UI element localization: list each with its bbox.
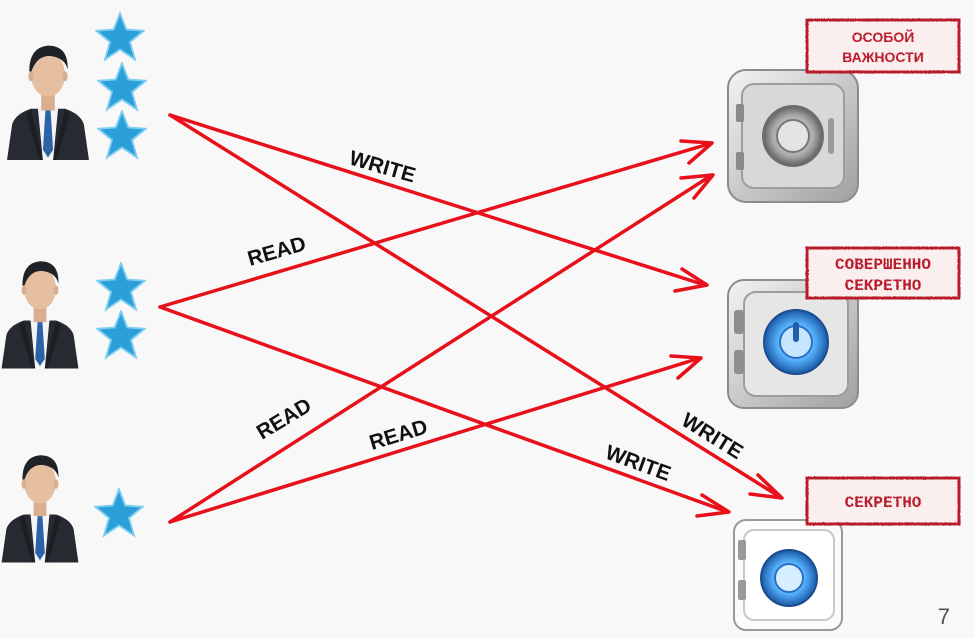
star-icon	[96, 310, 146, 359]
stamp-text: ВАЖНОСТИ	[842, 49, 924, 65]
safe-secret: СЕКРЕТНО	[733, 476, 961, 631]
arrow-user1-write-secret	[168, 113, 784, 500]
stamp-text: СОВЕРШЕННО	[835, 256, 931, 274]
stamp-text: СЕКРЕТНО	[845, 277, 922, 295]
star-icon	[95, 12, 145, 61]
arrows	[158, 113, 784, 524]
arrow-user2-read-special	[158, 139, 714, 309]
stamp-top-secret: СОВЕРШЕННО СЕКРЕТНО	[805, 246, 961, 300]
stamp-secret: СЕКРЕТНО	[805, 476, 961, 526]
safe-top-secret: СОВЕРШЕННО СЕКРЕТНО	[727, 246, 961, 409]
user-3	[1, 455, 144, 563]
safe-special-importance: ОСОБОЙ ВАЖНОСТИ	[727, 18, 961, 203]
arrow-user3-read-topsecret	[168, 354, 703, 524]
arrow-user1-write-topsecret	[168, 113, 709, 293]
star-icon	[94, 488, 144, 537]
arrow-user3-read-special	[168, 173, 715, 524]
page-number: 7	[937, 604, 950, 629]
safe-icon	[727, 279, 859, 409]
stamp-text: СЕКРЕТНО	[845, 494, 922, 512]
safe-icon	[733, 519, 843, 631]
businessman-icon	[1, 455, 79, 563]
user-2	[1, 261, 146, 369]
arrow-user2-write-secret	[158, 305, 731, 518]
read-label-bottom-shallow: READ	[367, 415, 431, 454]
stamp-special-importance: ОСОБОЙ ВАЖНОСТИ	[805, 18, 961, 74]
stamp-text: ОСОБОЙ	[852, 28, 915, 45]
businessman-icon	[1, 261, 79, 369]
businessman-icon	[7, 45, 89, 160]
user-1	[7, 12, 147, 160]
star-icon	[96, 262, 146, 311]
star-icon	[97, 110, 147, 159]
safe-icon	[727, 69, 859, 203]
star-icon	[97, 62, 147, 111]
